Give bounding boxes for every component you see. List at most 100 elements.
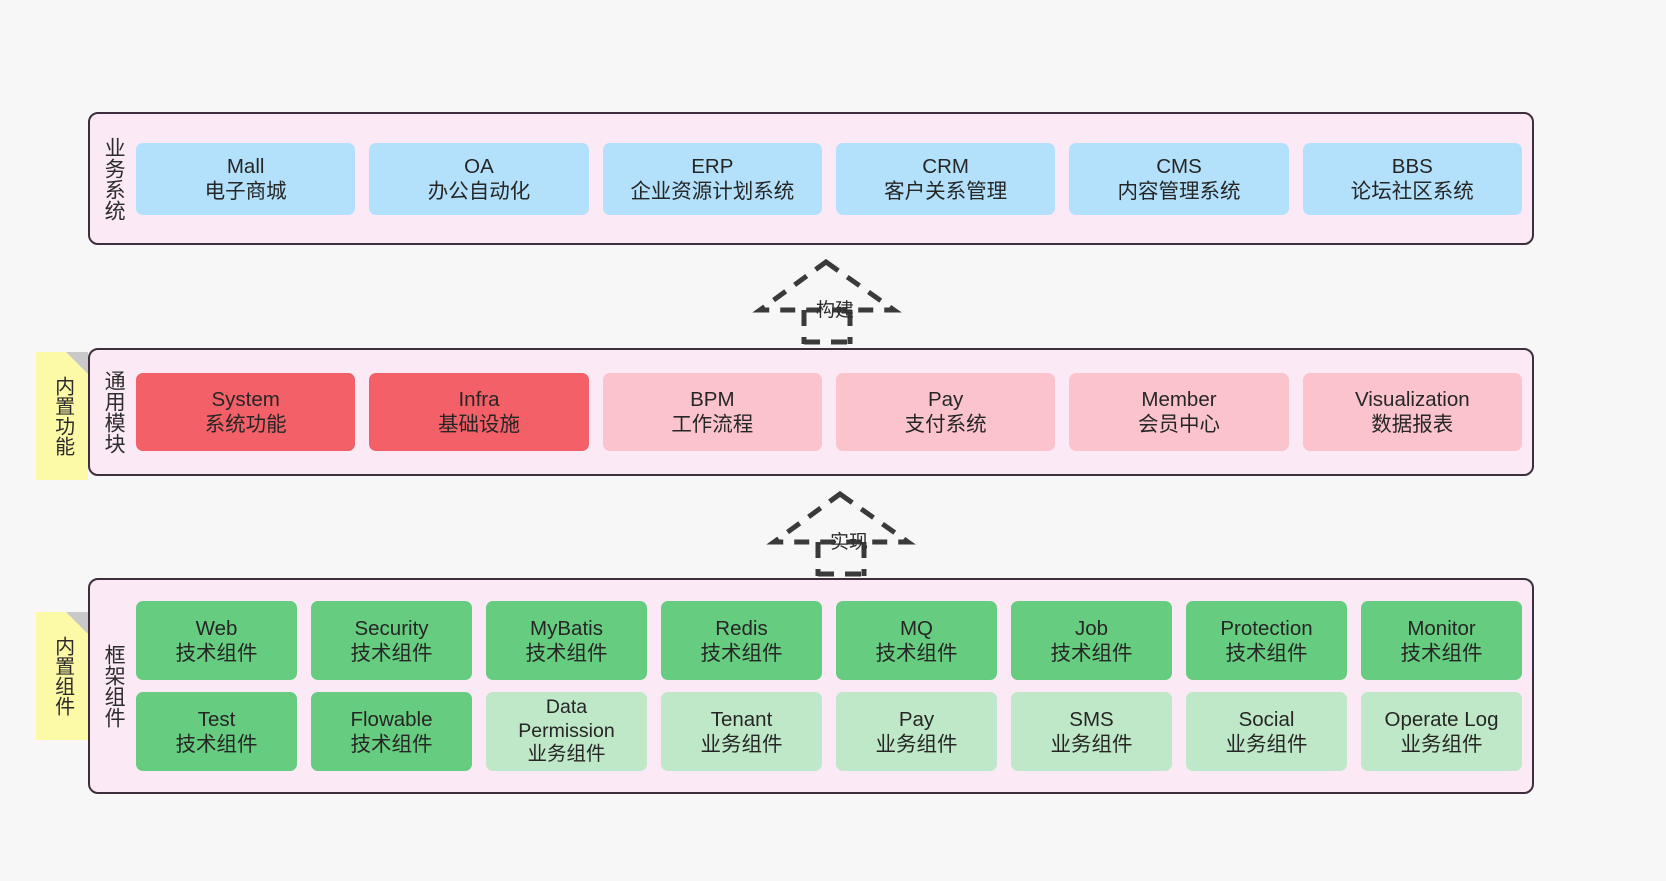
card-title: System bbox=[211, 388, 280, 411]
band-row: System 系统功能 Infra 基础设施 BPM 工作流程 Pay 支付系统… bbox=[136, 373, 1522, 451]
module-card-oa[interactable]: OA 办公自动化 bbox=[369, 142, 589, 215]
band-body-framework-components: Web 技术组件 Security 技术组件 MyBatis 技术组件 Redi… bbox=[136, 580, 1532, 792]
module-card-redis[interactable]: Redis 技术组件 bbox=[661, 601, 822, 680]
connector-build: 构建 bbox=[752, 258, 908, 345]
band-common-modules: 通用模块 System 系统功能 Infra 基础设施 BPM 工作流程 Pay… bbox=[88, 348, 1534, 476]
band-framework-components: 框架组件 Web 技术组件 Security 技术组件 MyBatis 技术组件… bbox=[88, 578, 1534, 794]
card-title: Visualization bbox=[1354, 388, 1470, 411]
card-title: ERP bbox=[691, 154, 734, 178]
module-card-member[interactable]: Member 会员中心 bbox=[1069, 373, 1289, 451]
generalization-arrow-icon bbox=[752, 258, 902, 345]
card-title: CMS bbox=[1156, 154, 1202, 178]
card-subtitle: 会员中心 bbox=[1137, 413, 1220, 436]
sticky-note-builtin-features: 内置功能 bbox=[36, 352, 88, 480]
module-card-system[interactable]: System 系统功能 bbox=[136, 373, 356, 451]
sticky-note-label: 内置组件 bbox=[51, 636, 74, 716]
module-card-pay-component[interactable]: Pay 业务组件 bbox=[836, 692, 997, 771]
card-subtitle: 技术组件 bbox=[175, 732, 258, 756]
card-title: Flowable bbox=[350, 707, 433, 731]
connector-implement-label: 实现 bbox=[830, 532, 869, 553]
card-subtitle: 业务组件 bbox=[1225, 732, 1308, 756]
module-card-web[interactable]: Web 技术组件 bbox=[136, 601, 297, 680]
card-title: Protection bbox=[1220, 616, 1313, 640]
module-card-visualization[interactable]: Visualization 数据报表 bbox=[1302, 373, 1522, 451]
card-subtitle: 系统功能 bbox=[204, 413, 287, 436]
card-subtitle: 基础设施 bbox=[437, 413, 520, 436]
card-subtitle: 内容管理系统 bbox=[1117, 179, 1241, 203]
card-subtitle: 技术组件 bbox=[1225, 641, 1308, 665]
card-title: Job bbox=[1074, 616, 1109, 640]
module-card-tenant[interactable]: Tenant 业务组件 bbox=[661, 692, 822, 771]
generalization-arrow-icon bbox=[766, 490, 916, 577]
card-title: Test bbox=[197, 707, 236, 731]
module-card-mybatis[interactable]: MyBatis 技术组件 bbox=[486, 601, 647, 680]
card-title: Pay bbox=[927, 388, 964, 411]
module-card-erp[interactable]: ERP 企业资源计划系统 bbox=[602, 142, 822, 215]
card-subtitle: 业务组件 bbox=[700, 732, 783, 756]
band-body-business-systems: Mall 电子商城 OA 办公自动化 ERP 企业资源计划系统 CRM 客户关系… bbox=[136, 114, 1532, 243]
card-subtitle: 技术组件 bbox=[875, 641, 958, 665]
band-row: Test 技术组件 Flowable 技术组件 Data Permission … bbox=[136, 692, 1522, 771]
module-card-infra[interactable]: Infra 基础设施 bbox=[369, 373, 589, 451]
module-card-bpm[interactable]: BPM 工作流程 bbox=[602, 373, 822, 451]
card-subtitle: 企业资源计划系统 bbox=[630, 179, 795, 203]
sticky-note-builtin-components: 内置组件 bbox=[36, 612, 88, 740]
module-card-data-permission[interactable]: Data Permission 业务组件 bbox=[486, 692, 647, 771]
card-title-cont: Permission bbox=[518, 719, 615, 742]
card-title: MQ bbox=[899, 616, 934, 640]
card-subtitle: 工作流程 bbox=[671, 413, 754, 436]
module-card-sms[interactable]: SMS 业务组件 bbox=[1011, 692, 1172, 771]
card-subtitle: 数据报表 bbox=[1371, 413, 1454, 436]
module-card-test[interactable]: Test 技术组件 bbox=[136, 692, 297, 771]
band-label-business-systems: 业务系统 bbox=[102, 136, 126, 221]
card-subtitle: 技术组件 bbox=[175, 641, 258, 665]
card-title: Member bbox=[1141, 388, 1217, 411]
card-subtitle: 技术组件 bbox=[1050, 641, 1133, 665]
band-label-common-modules: 通用模块 bbox=[102, 370, 126, 454]
module-card-social[interactable]: Social 业务组件 bbox=[1186, 692, 1347, 771]
card-title: Security bbox=[354, 616, 429, 640]
card-title: BBS bbox=[1391, 154, 1433, 178]
card-subtitle: 办公自动化 bbox=[427, 179, 531, 203]
card-title: Monitor bbox=[1407, 616, 1476, 640]
card-title: Data bbox=[545, 695, 588, 718]
sticky-note-label: 内置功能 bbox=[51, 376, 74, 456]
module-card-pay[interactable]: Pay 支付系统 bbox=[835, 373, 1056, 451]
module-card-security[interactable]: Security 技术组件 bbox=[311, 601, 472, 680]
card-subtitle: 技术组件 bbox=[525, 641, 608, 665]
card-subtitle: 客户关系管理 bbox=[884, 179, 1008, 203]
band-row: Web 技术组件 Security 技术组件 MyBatis 技术组件 Redi… bbox=[136, 601, 1522, 680]
card-subtitle: 电子商城 bbox=[204, 179, 287, 203]
note-fold-icon bbox=[66, 352, 88, 374]
card-subtitle: 支付系统 bbox=[904, 413, 987, 436]
band-row: Mall 电子商城 OA 办公自动化 ERP 企业资源计划系统 CRM 客户关系… bbox=[136, 142, 1522, 215]
connector-implement: 实现 bbox=[766, 490, 922, 577]
card-title: MyBatis bbox=[530, 616, 603, 640]
module-card-operate-log[interactable]: Operate Log 业务组件 bbox=[1361, 692, 1522, 771]
note-fold-icon bbox=[66, 612, 88, 634]
connector-build-label: 构建 bbox=[816, 300, 855, 321]
card-subtitle: 业务组件 bbox=[1050, 732, 1133, 756]
card-title: Operate Log bbox=[1384, 707, 1499, 731]
card-subtitle: 业务组件 bbox=[527, 743, 606, 766]
module-card-protection[interactable]: Protection 技术组件 bbox=[1186, 601, 1347, 680]
module-card-job[interactable]: Job 技术组件 bbox=[1011, 601, 1172, 680]
card-subtitle: 业务组件 bbox=[875, 732, 958, 756]
module-card-mq[interactable]: MQ 技术组件 bbox=[836, 601, 997, 680]
module-card-cms[interactable]: CMS 内容管理系统 bbox=[1069, 142, 1289, 215]
card-title: Mall bbox=[226, 154, 265, 178]
card-title: Pay bbox=[898, 707, 935, 731]
card-subtitle: 技术组件 bbox=[350, 732, 433, 756]
card-subtitle: 技术组件 bbox=[700, 641, 783, 665]
band-body-common-modules: System 系统功能 Infra 基础设施 BPM 工作流程 Pay 支付系统… bbox=[136, 350, 1532, 474]
card-title: BPM bbox=[690, 388, 735, 411]
card-subtitle: 技术组件 bbox=[350, 641, 433, 665]
card-title: Infra bbox=[458, 388, 500, 411]
card-title: OA bbox=[464, 154, 494, 178]
module-card-mall[interactable]: Mall 电子商城 bbox=[136, 142, 356, 215]
module-card-flowable[interactable]: Flowable 技术组件 bbox=[311, 692, 472, 771]
module-card-crm[interactable]: CRM 客户关系管理 bbox=[835, 142, 1056, 215]
module-card-bbs[interactable]: BBS 论坛社区系统 bbox=[1302, 142, 1522, 215]
module-card-monitor[interactable]: Monitor 技术组件 bbox=[1361, 601, 1522, 680]
